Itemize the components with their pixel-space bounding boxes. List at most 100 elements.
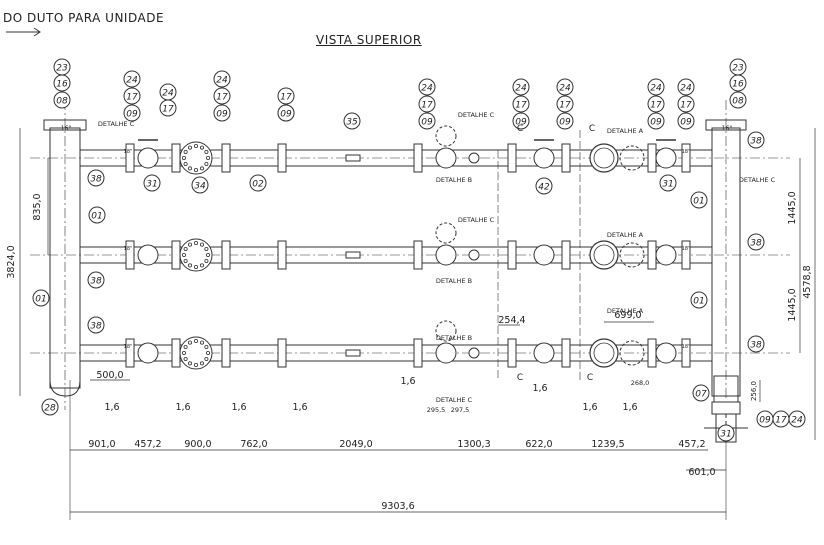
bolt-hole bbox=[187, 340, 192, 345]
dim-value: 1,6 bbox=[622, 402, 637, 413]
detail-circle bbox=[435, 320, 457, 342]
callout-balloon bbox=[53, 74, 71, 92]
flange bbox=[647, 240, 657, 270]
callout-number: 23 bbox=[732, 64, 744, 74]
callout-number: 09 bbox=[216, 110, 228, 120]
dim-value: 4578,8 bbox=[802, 265, 813, 298]
callout-number: 17 bbox=[126, 93, 138, 103]
view-title: VISTA SUPERIOR bbox=[316, 33, 422, 47]
callout-balloon bbox=[32, 289, 50, 307]
callout-balloon bbox=[277, 104, 295, 122]
blind-flange bbox=[179, 336, 213, 370]
flange bbox=[277, 143, 287, 173]
dim-value: 1,6 bbox=[532, 383, 547, 394]
callout-balloon bbox=[747, 335, 765, 353]
callout-number: 42 bbox=[538, 183, 550, 193]
instrument bbox=[468, 249, 480, 261]
callout-number: 17 bbox=[650, 101, 662, 111]
callout-balloon bbox=[123, 70, 141, 88]
callout-number: 09 bbox=[421, 118, 433, 128]
pipe-size-label: 16" bbox=[61, 125, 72, 132]
valve-body bbox=[655, 147, 677, 169]
callout-number: 24 bbox=[515, 84, 527, 94]
detail-circle bbox=[435, 125, 457, 147]
bolt-hole bbox=[181, 252, 186, 257]
flange bbox=[507, 240, 517, 270]
dim-value: 457,2 bbox=[678, 439, 705, 450]
bolt-hole bbox=[183, 344, 188, 349]
dim-value: 1,6 bbox=[400, 376, 415, 387]
callout-balloon bbox=[747, 131, 765, 149]
flange bbox=[125, 338, 135, 368]
callout-number: 24 bbox=[559, 84, 571, 94]
fitting bbox=[345, 251, 361, 259]
bolt-hole bbox=[193, 362, 198, 367]
dim-value: 1300,3 bbox=[457, 439, 490, 450]
section-label: C bbox=[587, 373, 593, 383]
callout-number: 38 bbox=[750, 239, 762, 249]
detail-label: DETALHE C bbox=[436, 396, 473, 404]
callout-balloon bbox=[88, 206, 106, 224]
dim-value: 1445,0 bbox=[787, 191, 798, 224]
pipe-size-label: 18" bbox=[682, 149, 691, 155]
dim-value: 622,0 bbox=[525, 439, 552, 450]
callout-balloon bbox=[41, 398, 59, 416]
callout-number: 02 bbox=[252, 180, 264, 190]
detail-label: DETALHE C bbox=[739, 176, 776, 184]
detail-label: DETALHE B bbox=[436, 334, 472, 342]
callout-number: 01 bbox=[693, 197, 704, 207]
flange bbox=[681, 338, 691, 368]
dim-value: 295,5 bbox=[427, 406, 446, 414]
callout-balloon bbox=[213, 104, 231, 122]
pipe-size-label: 18" bbox=[682, 344, 691, 350]
valve-body bbox=[435, 342, 457, 364]
bolt-hole bbox=[187, 242, 192, 247]
valve-body bbox=[137, 342, 159, 364]
callout-balloon bbox=[191, 176, 209, 194]
detail-label: DETALHE C bbox=[98, 120, 135, 128]
flange bbox=[413, 338, 423, 368]
bolt-hole bbox=[204, 161, 209, 166]
flange bbox=[221, 240, 231, 270]
dim-value: 1,6 bbox=[231, 402, 246, 413]
bolt-hole bbox=[193, 338, 198, 343]
bolt-hole bbox=[204, 356, 209, 361]
bolt-hole bbox=[199, 361, 204, 366]
valve-body bbox=[533, 244, 555, 266]
callout-number: 24 bbox=[216, 76, 228, 86]
dim-total-value: 9303,6 bbox=[381, 501, 414, 512]
detail-label: DETALHE A bbox=[607, 127, 644, 135]
valve-body bbox=[655, 342, 677, 364]
callout-number: 31 bbox=[720, 430, 731, 440]
pipe-size-label: 16" bbox=[722, 125, 733, 132]
bolt-hole bbox=[193, 264, 198, 269]
callout-number: 23 bbox=[56, 64, 68, 74]
bolt-hole bbox=[183, 149, 188, 154]
callout-number: 17 bbox=[421, 101, 433, 111]
pipe-size-label: 18" bbox=[124, 149, 133, 155]
callout-number: 38 bbox=[90, 277, 102, 287]
callout-balloon bbox=[659, 174, 677, 192]
flange bbox=[413, 240, 423, 270]
callout-balloon bbox=[690, 191, 708, 209]
dim-value: 1,6 bbox=[104, 402, 119, 413]
callout-balloon bbox=[535, 177, 553, 195]
flange bbox=[171, 240, 181, 270]
flange bbox=[221, 338, 231, 368]
callout-balloon bbox=[123, 87, 141, 105]
callout-balloon bbox=[512, 112, 530, 130]
callout-number: 08 bbox=[56, 97, 68, 107]
callout-number: 34 bbox=[194, 182, 206, 192]
section-label: C bbox=[589, 124, 595, 134]
flange bbox=[561, 143, 571, 173]
callout-balloon bbox=[677, 112, 695, 130]
flange bbox=[125, 143, 135, 173]
callout-balloon bbox=[556, 95, 574, 113]
callout-number: 01 bbox=[693, 297, 704, 307]
callout-balloon bbox=[556, 78, 574, 96]
callout-balloon bbox=[123, 104, 141, 122]
detail-label: DETALHE A bbox=[607, 307, 644, 315]
callout-number: 01 bbox=[91, 212, 102, 222]
detail-label: DETALHE B bbox=[436, 176, 472, 184]
callout-number: 24 bbox=[162, 89, 174, 99]
